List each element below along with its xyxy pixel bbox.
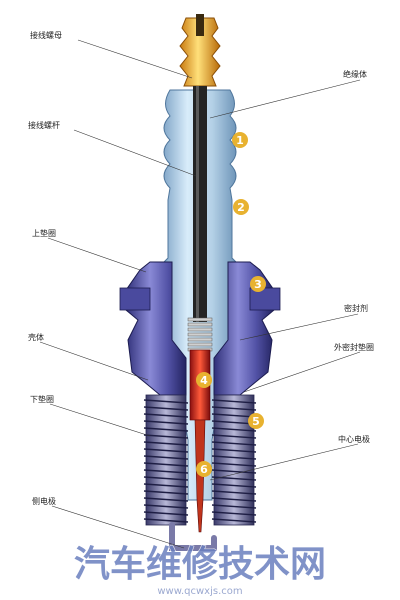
- thread-ridge: [143, 476, 189, 481]
- thread-ridge: [211, 448, 257, 453]
- thread-ridge: [211, 497, 257, 502]
- spring-coil: [187, 342, 213, 347]
- thread-ridge: [211, 427, 257, 432]
- marker-2: 2: [237, 201, 245, 214]
- marker-6: 6: [200, 463, 208, 476]
- thread-ridge: [211, 511, 257, 516]
- marker-5-dot: [248, 413, 264, 429]
- thread-ridge: [211, 434, 257, 439]
- marker-4-dot: [196, 372, 212, 388]
- label-lower-gasket: 下垫圈: [30, 394, 54, 404]
- side-electrode-shape: [169, 522, 217, 551]
- label-sealant: 密封剂: [344, 303, 368, 313]
- label-terminal-stud: 接线螺杆: [28, 120, 60, 130]
- marker-3-dot: [250, 276, 266, 292]
- marker-1: 1: [236, 134, 244, 147]
- thread-ridge: [143, 469, 189, 474]
- thread-ridge: [211, 504, 257, 509]
- thread-ridge: [143, 518, 189, 523]
- watermark-url: www.qcwxjs.com: [157, 586, 242, 597]
- shell-thread: [143, 394, 257, 526]
- thread-ridge: [211, 413, 257, 418]
- spring-coil: [187, 322, 213, 327]
- terminal-nut: [179, 14, 221, 87]
- label-upper-gasket: 上垫圈: [32, 228, 56, 238]
- thread-ridge: [143, 462, 189, 467]
- label-center-electrode: 中心电极: [338, 434, 370, 444]
- thread-ridge: [211, 469, 257, 474]
- thread-ridge: [143, 420, 189, 425]
- thread-ridge: [143, 441, 189, 446]
- label-outer-gasket: 外密封垫圈: [334, 342, 374, 352]
- thread-ridge: [143, 413, 189, 418]
- watermark: 汽车维修技术网 www.qcwxjs.com: [73, 543, 326, 597]
- thread-ridge: [143, 448, 189, 453]
- seal-spring: [187, 317, 213, 352]
- labels: 接线螺母 绝缘体 接线螺杆 上垫圈 密封剂 壳体 外密封垫圈 下垫圈 中心电极 …: [28, 30, 374, 506]
- thread-ridge: [211, 518, 257, 523]
- thread-ridge: [143, 434, 189, 439]
- leader-lines: [39, 39, 361, 549]
- marker-2-dot: [233, 199, 249, 215]
- thread-ridge: [143, 427, 189, 432]
- center-electrode-shape: [194, 419, 206, 533]
- thread-ridge: [143, 504, 189, 509]
- spring-coil: [187, 337, 213, 342]
- thread-ridge: [211, 483, 257, 488]
- thread-ridge: [143, 490, 189, 495]
- thread-ridge: [211, 490, 257, 495]
- thread-ridge: [211, 462, 257, 467]
- label-insulator: 绝缘体: [343, 69, 367, 79]
- thread-ridge: [211, 399, 257, 404]
- thread-ridge: [143, 511, 189, 516]
- spring-coil: [187, 327, 213, 332]
- shell-body: [119, 261, 281, 396]
- terminal-stud-shape: [193, 86, 207, 322]
- thread-ridge: [143, 406, 189, 411]
- watermark-text: 汽车维修技术网: [74, 544, 326, 585]
- thread-ridge: [211, 406, 257, 411]
- thread-ridge: [143, 497, 189, 502]
- label-side-electrode: 侧电极: [32, 496, 56, 506]
- label-terminal-nut: 接线螺母: [30, 30, 62, 40]
- label-shell: 壳体: [28, 332, 44, 342]
- thread-ridge: [211, 441, 257, 446]
- thread-ridge: [143, 399, 189, 404]
- marker-1-dot: [232, 132, 248, 148]
- markers: 1 2 3 4 5 6: [196, 132, 266, 477]
- spring-coil: [187, 332, 213, 337]
- marker-3: 3: [254, 278, 262, 291]
- thread-ridge: [143, 455, 189, 460]
- marker-5: 5: [252, 415, 260, 428]
- thread-ridge: [211, 455, 257, 460]
- marker-6-dot: [196, 461, 212, 477]
- spring-coil: [187, 317, 213, 322]
- marker-4: 4: [200, 374, 208, 387]
- thread-ridge: [143, 483, 189, 488]
